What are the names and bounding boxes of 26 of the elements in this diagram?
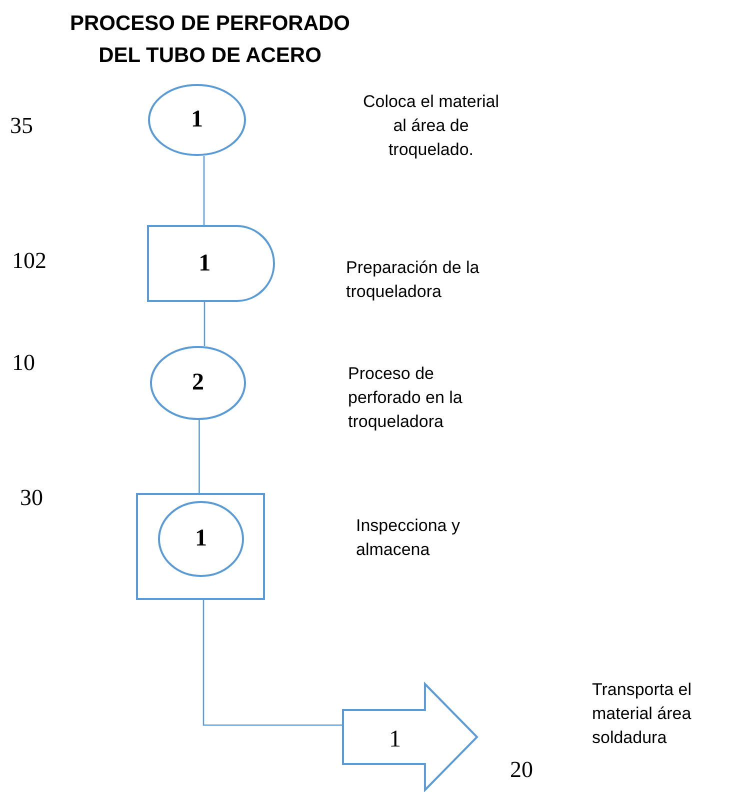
step-description: Coloca el material al área de troquelado. <box>362 91 500 161</box>
connector-line <box>203 156 205 225</box>
step-number: 1 <box>389 726 402 754</box>
step-number: 2 <box>192 370 204 396</box>
step-number: 1 <box>198 250 211 277</box>
inspection-box <box>136 493 265 600</box>
operation-circle <box>150 346 246 420</box>
operation-circle <box>148 84 246 156</box>
step-number: 1 <box>191 106 203 134</box>
connector-line <box>202 600 342 726</box>
step-number: 1 <box>195 526 207 552</box>
time-value: 102 <box>12 248 46 274</box>
step-description: Proceso de perforado en la troqueladora <box>348 363 464 433</box>
time-value: 10 <box>12 350 35 376</box>
diagram-title: PROCESO DE PERFORADO DEL TUBO DE ACERO <box>68 11 352 69</box>
step-description: Preparación de la troqueladora <box>346 257 480 303</box>
time-value: 20 <box>510 757 533 783</box>
connector-line <box>204 302 206 346</box>
step-description: Inspecciona y almacena <box>356 515 461 561</box>
connector-line <box>198 420 200 493</box>
delay-shape <box>147 225 275 302</box>
time-value: 35 <box>10 113 33 139</box>
transport-arrow <box>342 683 478 791</box>
operation-circle <box>158 501 244 577</box>
time-value: 30 <box>20 485 43 511</box>
step-description: Transporta el material área soldadura <box>592 679 693 749</box>
